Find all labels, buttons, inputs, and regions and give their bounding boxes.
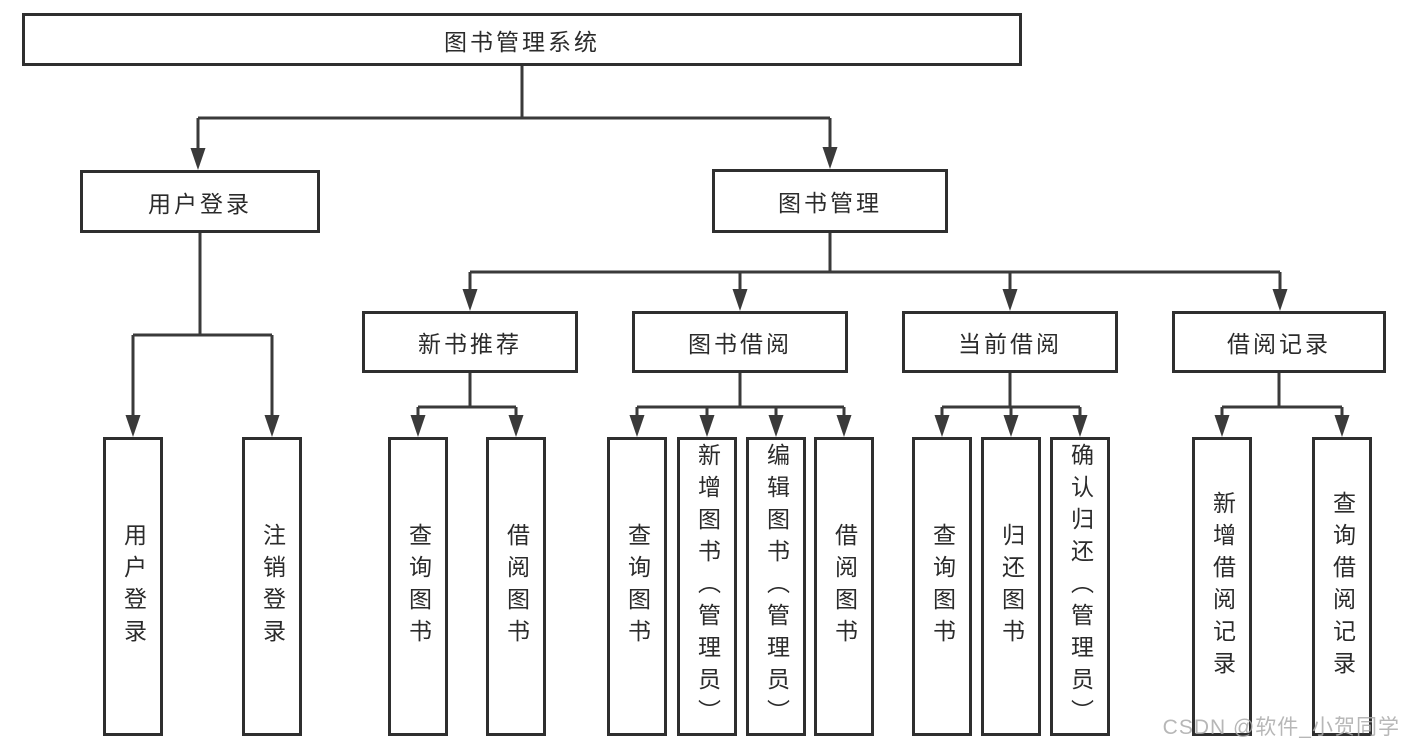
node-label: 借阅图书 [831, 522, 858, 651]
edge-line [416, 373, 518, 419]
node-leaf-nb-query-books: 查询图书 [388, 437, 448, 736]
node-leaf-nb-borrow-books: 借阅图书 [486, 437, 546, 736]
arrowhead-icon [1334, 415, 1350, 437]
node-leaf-bw-edit-books: 编辑图书（管理员） [746, 437, 806, 736]
node-label: 用户登录 [148, 190, 252, 217]
arrowhead-icon [699, 415, 715, 437]
node-leaf-bw-add-books: 新增图书（管理员） [677, 437, 737, 736]
node-label: 当前借阅 [958, 331, 1062, 357]
node-label: 归还图书 [998, 522, 1025, 651]
node-leaf-rec-query-record: 查询借阅记录 [1312, 437, 1372, 736]
edge-line [196, 66, 832, 152]
node-book-management: 图书管理 [712, 169, 948, 233]
node-user-login: 用户登录 [80, 170, 320, 233]
node-leaf-user-login: 用户登录 [103, 437, 163, 736]
arrowhead-icon [732, 289, 748, 311]
node-label: 查询借阅记录 [1329, 490, 1356, 683]
node-current-borrow: 当前借阅 [902, 311, 1118, 373]
node-label: 编辑图书（管理员） [763, 442, 790, 731]
arrowhead-icon [410, 415, 426, 437]
edge-line [635, 373, 846, 419]
edge-line [131, 233, 274, 419]
node-label: 新增图书（管理员） [694, 442, 721, 731]
node-leaf-rec-add-record: 新增借阅记录 [1192, 437, 1252, 736]
arrowhead-icon [1002, 289, 1018, 311]
node-label: 借阅图书 [503, 522, 530, 651]
arrowhead-icon [934, 415, 950, 437]
watermark-text: CSDN @软件_小贺同学 [1162, 716, 1400, 739]
arrowhead-icon [264, 415, 280, 437]
node-label: 确认归还（管理员） [1067, 442, 1094, 731]
arrowhead-icon [836, 415, 852, 437]
node-leaf-logout-login: 注销登录 [242, 437, 302, 736]
arrowhead-icon [1272, 289, 1288, 311]
node-root-system: 图书管理系统 [22, 13, 1022, 66]
node-label: 用户登录 [120, 522, 147, 651]
arrowhead-icon [1003, 415, 1019, 437]
node-new-book-recommend: 新书推荐 [362, 311, 578, 373]
node-label: 借阅记录 [1227, 331, 1331, 357]
arrowhead-icon [190, 148, 206, 170]
node-leaf-cur-confirm-ret: 确认归还（管理员） [1050, 437, 1110, 736]
node-label: 图书管理系统 [444, 28, 600, 55]
node-label: 查询图书 [929, 522, 956, 651]
node-borrow-records: 借阅记录 [1172, 311, 1386, 373]
arrowhead-icon [125, 415, 141, 437]
node-label: 新增借阅记录 [1209, 490, 1236, 683]
node-label: 新书推荐 [418, 331, 522, 357]
node-leaf-bw-query-books: 查询图书 [607, 437, 667, 736]
arrowhead-icon [629, 415, 645, 437]
edge-line [940, 373, 1082, 419]
arrowhead-icon [1072, 415, 1088, 437]
node-label: 查询图书 [405, 522, 432, 651]
node-leaf-cur-return-books: 归还图书 [981, 437, 1041, 736]
node-label: 查询图书 [624, 522, 651, 651]
node-leaf-bw-borrow-books: 借阅图书 [814, 437, 874, 736]
node-leaf-cur-query-books: 查询图书 [912, 437, 972, 736]
arrowhead-icon [768, 415, 784, 437]
node-label: 图书借阅 [688, 331, 792, 357]
arrowhead-icon [822, 147, 838, 169]
edge-line [468, 233, 1282, 293]
arrowhead-icon [1214, 415, 1230, 437]
node-book-borrow: 图书借阅 [632, 311, 848, 373]
arrowhead-icon [462, 289, 478, 311]
node-label: 图书管理 [778, 190, 882, 216]
node-label: 注销登录 [259, 522, 286, 651]
edge-line [1220, 373, 1344, 419]
arrowhead-icon [508, 415, 524, 437]
